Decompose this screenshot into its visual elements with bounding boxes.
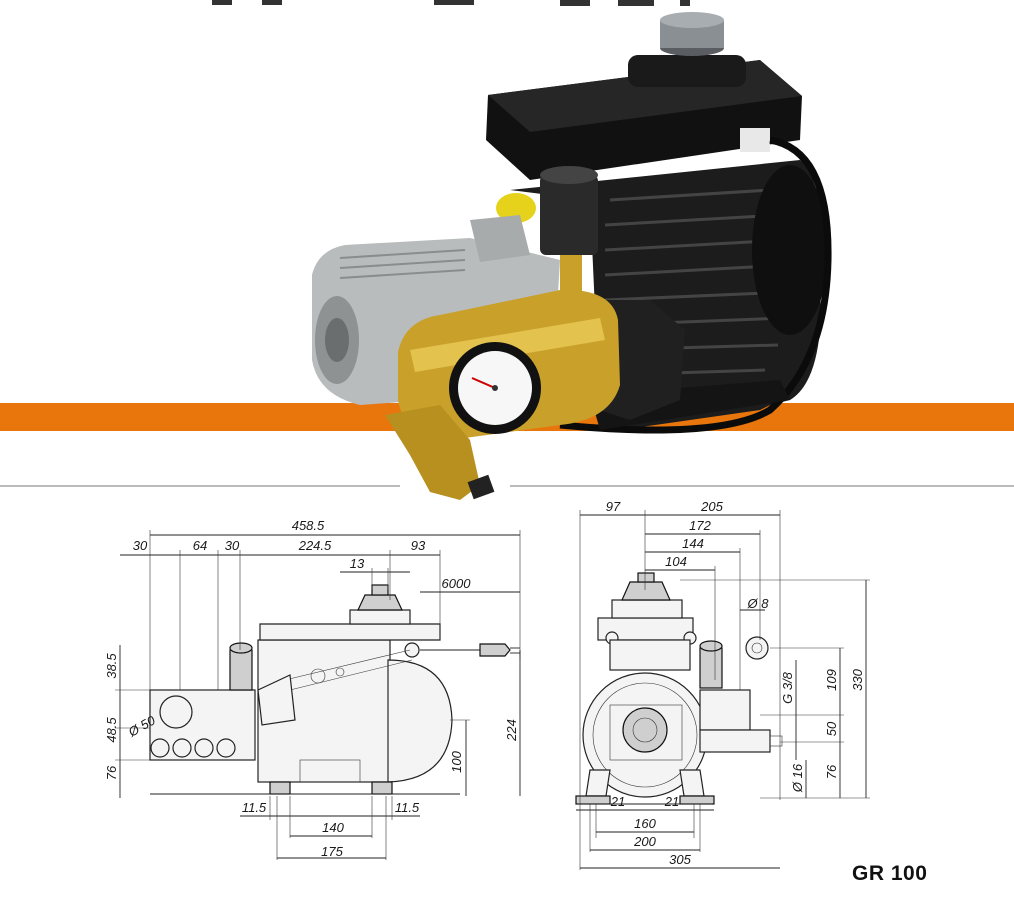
- pump-illustration: [312, 12, 832, 500]
- dim-w160: 160: [634, 816, 656, 831]
- power-cable: [559, 136, 832, 434]
- dim-104: 104: [665, 554, 687, 569]
- dim-h109: 109: [824, 669, 839, 691]
- dim-g38: G 3/8: [780, 671, 795, 704]
- model-label: GR 100: [852, 862, 928, 885]
- motor-end-cap: [752, 165, 828, 335]
- dim-w11-5a: 11.5: [242, 800, 267, 815]
- heading-fragment: [212, 0, 690, 6]
- dim-w21a: 21: [610, 794, 625, 809]
- dim-h76: 76: [104, 765, 119, 780]
- dim-w200: 200: [633, 834, 656, 849]
- dim-w305: 305: [669, 852, 691, 867]
- dim-172: 172: [689, 518, 711, 533]
- dim-h100: 100: [449, 750, 464, 772]
- dim-w11-5b: 11.5: [395, 800, 420, 815]
- dim-overall-length: 458.5: [292, 518, 325, 533]
- dim-224-5: 224.5: [298, 538, 332, 553]
- dim-205: 205: [700, 499, 723, 514]
- dim-h224: 224: [504, 719, 519, 742]
- dim-w175: 175: [321, 844, 343, 859]
- dim-h76-front: 76: [824, 764, 839, 779]
- side-view-drawing: [115, 530, 521, 860]
- dim-w140: 140: [322, 820, 344, 835]
- dim-h38-5: 38.5: [104, 653, 119, 679]
- dim-64: 64: [193, 538, 207, 553]
- dim-30b: 30: [225, 538, 240, 553]
- dim-13: 13: [350, 556, 365, 571]
- dim-h330: 330: [850, 668, 865, 690]
- front-view-drawing: [575, 510, 870, 870]
- dim-dia8: Ø 8: [747, 596, 770, 611]
- dim-93: 93: [411, 538, 426, 553]
- dim-30a: 30: [133, 538, 148, 553]
- dim-dia16: Ø 16: [790, 763, 805, 793]
- dim-w21b: 21: [664, 794, 679, 809]
- dim-97: 97: [606, 499, 621, 514]
- dim-h48-5: 48.5: [104, 717, 119, 743]
- dim-cable: 6000: [442, 576, 472, 591]
- dim-144: 144: [682, 536, 704, 551]
- dim-h50: 50: [824, 721, 839, 736]
- unloader-knob: [540, 175, 598, 255]
- motor-body: [510, 160, 822, 430]
